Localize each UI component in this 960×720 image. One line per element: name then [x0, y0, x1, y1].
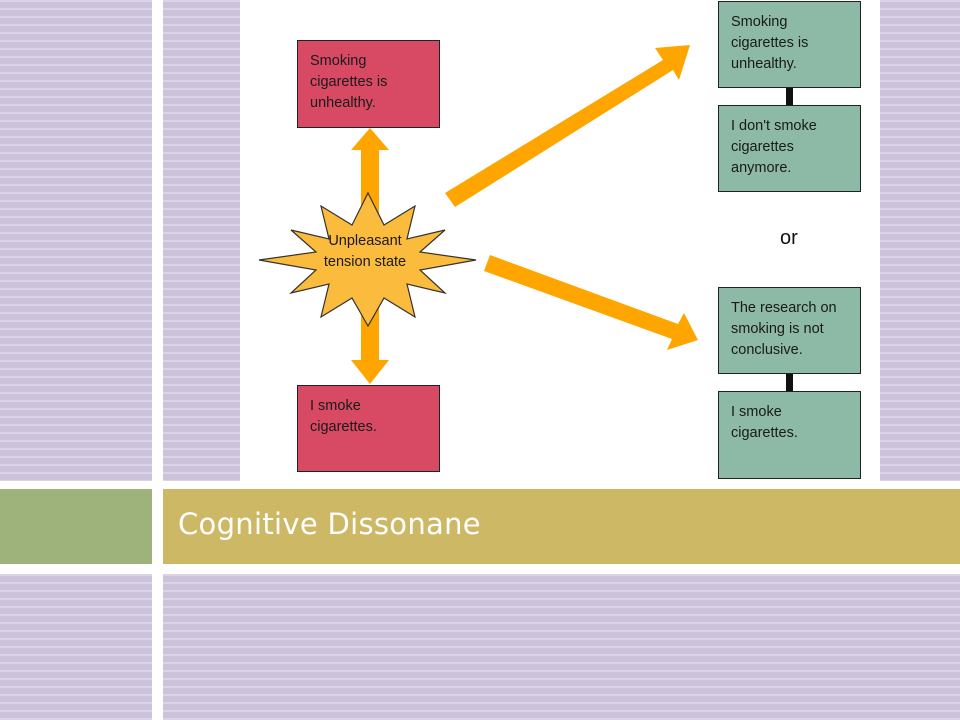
- background-panel-bottom-left: [0, 574, 152, 720]
- accent-block: [0, 489, 152, 564]
- background-panel-top-middle: [163, 0, 240, 481]
- arrow-down-head: [351, 360, 389, 384]
- background-panel-top-left: [0, 0, 152, 481]
- option2-behavior-box: I smoke cigarettes.: [718, 391, 861, 479]
- background-panel-bottom-right: [163, 574, 960, 720]
- arrow-to-option-2: [484, 255, 698, 350]
- option1-connector: [786, 88, 793, 105]
- behavior-box-smoke: I smoke cigarettes.: [297, 385, 440, 472]
- tension-starburst: [258, 191, 477, 328]
- or-separator: or: [780, 227, 798, 249]
- option2-belief-box: The research on smoking is not conclusiv…: [718, 287, 861, 374]
- option2-connector: [786, 374, 793, 391]
- option1-belief-box: Smoking cigarettes is unhealthy.: [718, 1, 861, 88]
- arrow-up-head: [351, 128, 389, 150]
- slide-title: Cognitive Dissonane: [178, 507, 481, 541]
- title-bar: [163, 489, 960, 564]
- background-panel-top-right: [880, 0, 960, 481]
- option1-behavior-box: I don't smoke cigarettes anymore.: [718, 105, 861, 192]
- tension-state-label: Unpleasant tension state: [323, 233, 407, 270]
- belief-box-unhealthy: Smoking cigarettes is unhealthy.: [297, 40, 440, 128]
- arrow-to-option-1: [445, 45, 690, 207]
